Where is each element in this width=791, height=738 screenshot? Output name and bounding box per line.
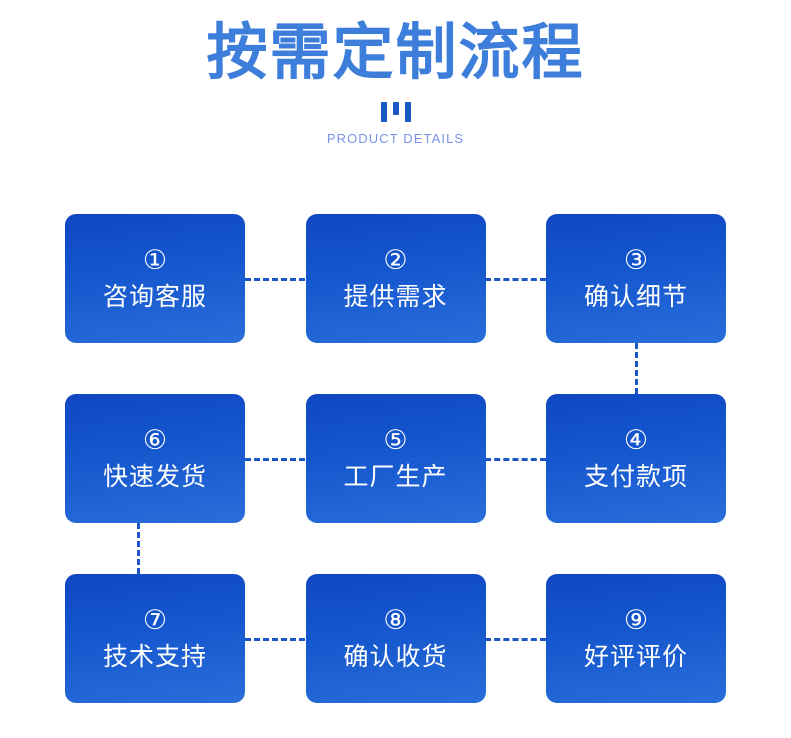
flow-step-3[interactable]: ③ 确认细节 <box>546 214 726 343</box>
flow-step-9[interactable]: ⑨ 好评评价 <box>546 574 726 703</box>
flow-step-label: 好评评价 <box>583 641 688 671</box>
connector-1-to-2 <box>245 278 305 281</box>
connector-2-to-3 <box>485 278 546 281</box>
flow-step-label: 快速发货 <box>102 461 207 491</box>
flow-step-label: 支付款项 <box>583 461 688 491</box>
flow-step-7[interactable]: ⑦ 技术支持 <box>65 574 245 703</box>
flow-step-number: ④ <box>623 424 649 456</box>
flow-step-number: ⑤ <box>383 424 408 456</box>
flow-step-6[interactable]: ⑥ 快速发货 <box>65 394 245 523</box>
flow-step-5[interactable]: ⑤ 工厂生产 <box>305 394 486 523</box>
connector-6-to-5 <box>245 458 305 461</box>
flow-step-number: ⑧ <box>383 604 408 636</box>
connector-3-to-4 <box>635 343 638 394</box>
three-bars-icon <box>0 100 791 122</box>
connector-5-to-4 <box>485 458 546 461</box>
flow-step-label: 工厂生产 <box>343 461 448 491</box>
flow-step-2[interactable]: ② 提供需求 <box>305 214 486 343</box>
connector-6-to-7 <box>137 523 140 574</box>
flow-step-8[interactable]: ⑧ 确认收货 <box>305 574 486 703</box>
page-subtitle: PRODUCT DETAILS <box>326 131 465 146</box>
bar-left-icon <box>380 102 387 122</box>
flow-step-number: ⑦ <box>142 604 168 636</box>
flow-step-number: ⑨ <box>623 604 649 636</box>
flow-step-label: 确认收货 <box>343 641 448 671</box>
process-flow: ① 咨询客服 ② 提供需求 ③ 确认细节 ⑥ 快速发货 ⑤ 工厂生产 <box>65 214 726 703</box>
flow-step-number: ① <box>142 244 168 276</box>
flow-step-label: 技术支持 <box>102 641 207 671</box>
flow-row-3: ⑦ 技术支持 ⑧ 确认收货 ⑨ 好评评价 <box>65 574 726 703</box>
flow-step-number: ③ <box>623 244 649 276</box>
connector-8-to-9 <box>485 638 546 641</box>
flow-step-label: 咨询客服 <box>102 281 207 311</box>
flow-row-1: ① 咨询客服 ② 提供需求 ③ 确认细节 <box>65 214 726 394</box>
page-title: 按需定制流程 <box>206 17 585 88</box>
flow-step-4[interactable]: ④ 支付款项 <box>546 394 726 523</box>
flow-step-number: ② <box>383 244 408 276</box>
flow-step-label: 提供需求 <box>343 281 448 311</box>
page-header: 按需定制流程 PRODUCT DETAILS <box>0 0 791 146</box>
connector-7-to-8 <box>245 638 305 641</box>
flow-row-2: ⑥ 快速发货 ⑤ 工厂生产 ④ 支付款项 <box>65 394 726 574</box>
flow-step-label: 确认细节 <box>583 281 688 311</box>
flow-step-number: ⑥ <box>142 424 168 456</box>
bar-right-icon <box>404 102 411 122</box>
bar-middle-icon <box>392 102 399 115</box>
flow-step-1[interactable]: ① 咨询客服 <box>65 214 245 343</box>
